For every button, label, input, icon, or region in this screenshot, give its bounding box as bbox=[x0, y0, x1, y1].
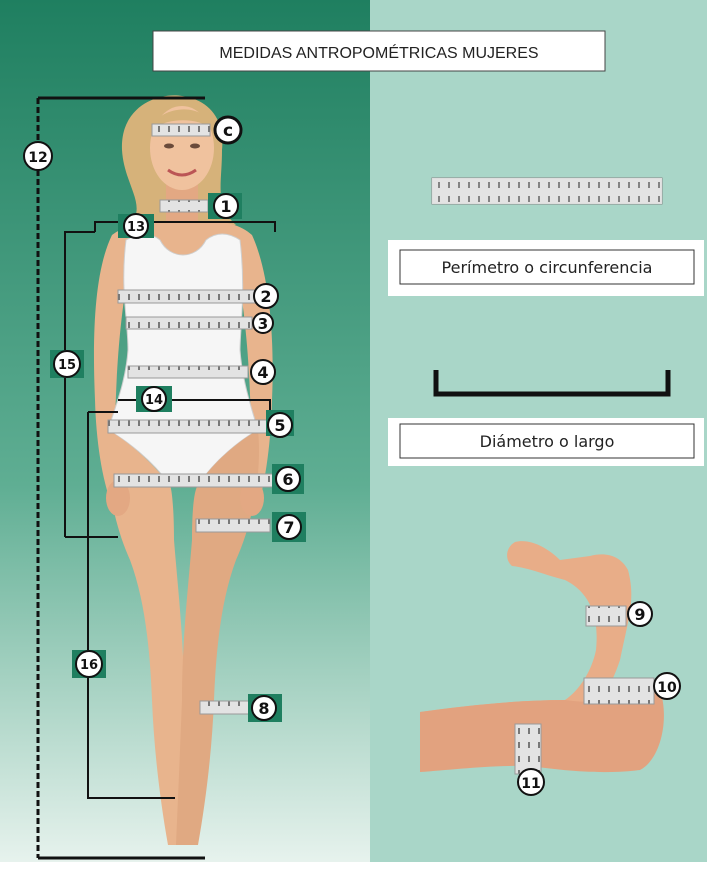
tape-calf bbox=[200, 701, 250, 714]
tape-underbust bbox=[126, 317, 252, 329]
tape-hip bbox=[114, 474, 274, 487]
svg-text:3: 3 bbox=[258, 315, 268, 333]
svg-text:13: 13 bbox=[127, 220, 145, 235]
page-title: MEDIDAS ANTROPOMÉTRICAS MUJERES bbox=[219, 43, 538, 62]
svg-text:8: 8 bbox=[258, 699, 269, 718]
svg-text:4: 4 bbox=[257, 363, 268, 382]
tape-chest bbox=[118, 290, 256, 303]
marker-1: 1 bbox=[208, 193, 242, 219]
diameter-label: Diámetro o largo bbox=[480, 432, 615, 451]
tape-forearm bbox=[586, 606, 626, 626]
marker-11: 11 bbox=[518, 769, 544, 795]
marker-5: 5 bbox=[266, 410, 294, 437]
tape-thigh bbox=[196, 519, 270, 532]
marker-16: 16 bbox=[72, 650, 106, 678]
marker-9: 9 bbox=[628, 602, 652, 626]
marker-7: 7 bbox=[272, 512, 306, 542]
svg-text:5: 5 bbox=[274, 416, 285, 435]
marker-10: 10 bbox=[654, 673, 680, 699]
svg-text:11: 11 bbox=[521, 776, 540, 792]
svg-text:9: 9 bbox=[634, 605, 645, 624]
marker-13: 13 bbox=[118, 214, 154, 238]
svg-text:14: 14 bbox=[145, 393, 163, 408]
marker-4: 4 bbox=[251, 360, 275, 384]
tape-arm bbox=[515, 724, 541, 774]
marker-15: 15 bbox=[50, 350, 84, 378]
svg-text:6: 6 bbox=[282, 470, 293, 489]
svg-text:1: 1 bbox=[220, 197, 231, 216]
marker-2: 2 bbox=[254, 284, 278, 308]
svg-text:16: 16 bbox=[80, 658, 98, 673]
marker-c: c bbox=[215, 117, 241, 143]
perimeter-label: Perímetro o circunferencia bbox=[442, 258, 653, 277]
marker-14: 14 bbox=[136, 386, 172, 412]
tape-head bbox=[152, 124, 210, 136]
svg-text:10: 10 bbox=[657, 680, 677, 696]
tape-neck bbox=[160, 200, 208, 212]
tape-waist bbox=[128, 366, 248, 378]
svg-text:12: 12 bbox=[28, 150, 47, 166]
svg-text:c: c bbox=[223, 121, 233, 141]
marker-8: 8 bbox=[248, 694, 282, 722]
svg-text:7: 7 bbox=[283, 518, 294, 537]
tape-elbow bbox=[584, 678, 654, 704]
marker-6: 6 bbox=[272, 464, 304, 494]
title-box: MEDIDAS ANTROPOMÉTRICAS MUJERES bbox=[153, 31, 605, 71]
bottom-strip bbox=[0, 862, 707, 882]
svg-text:2: 2 bbox=[260, 287, 271, 306]
marker-12: 12 bbox=[24, 142, 52, 170]
marker-3: 3 bbox=[253, 313, 273, 333]
tape-hip-upper bbox=[108, 420, 268, 433]
svg-text:15: 15 bbox=[58, 358, 76, 373]
